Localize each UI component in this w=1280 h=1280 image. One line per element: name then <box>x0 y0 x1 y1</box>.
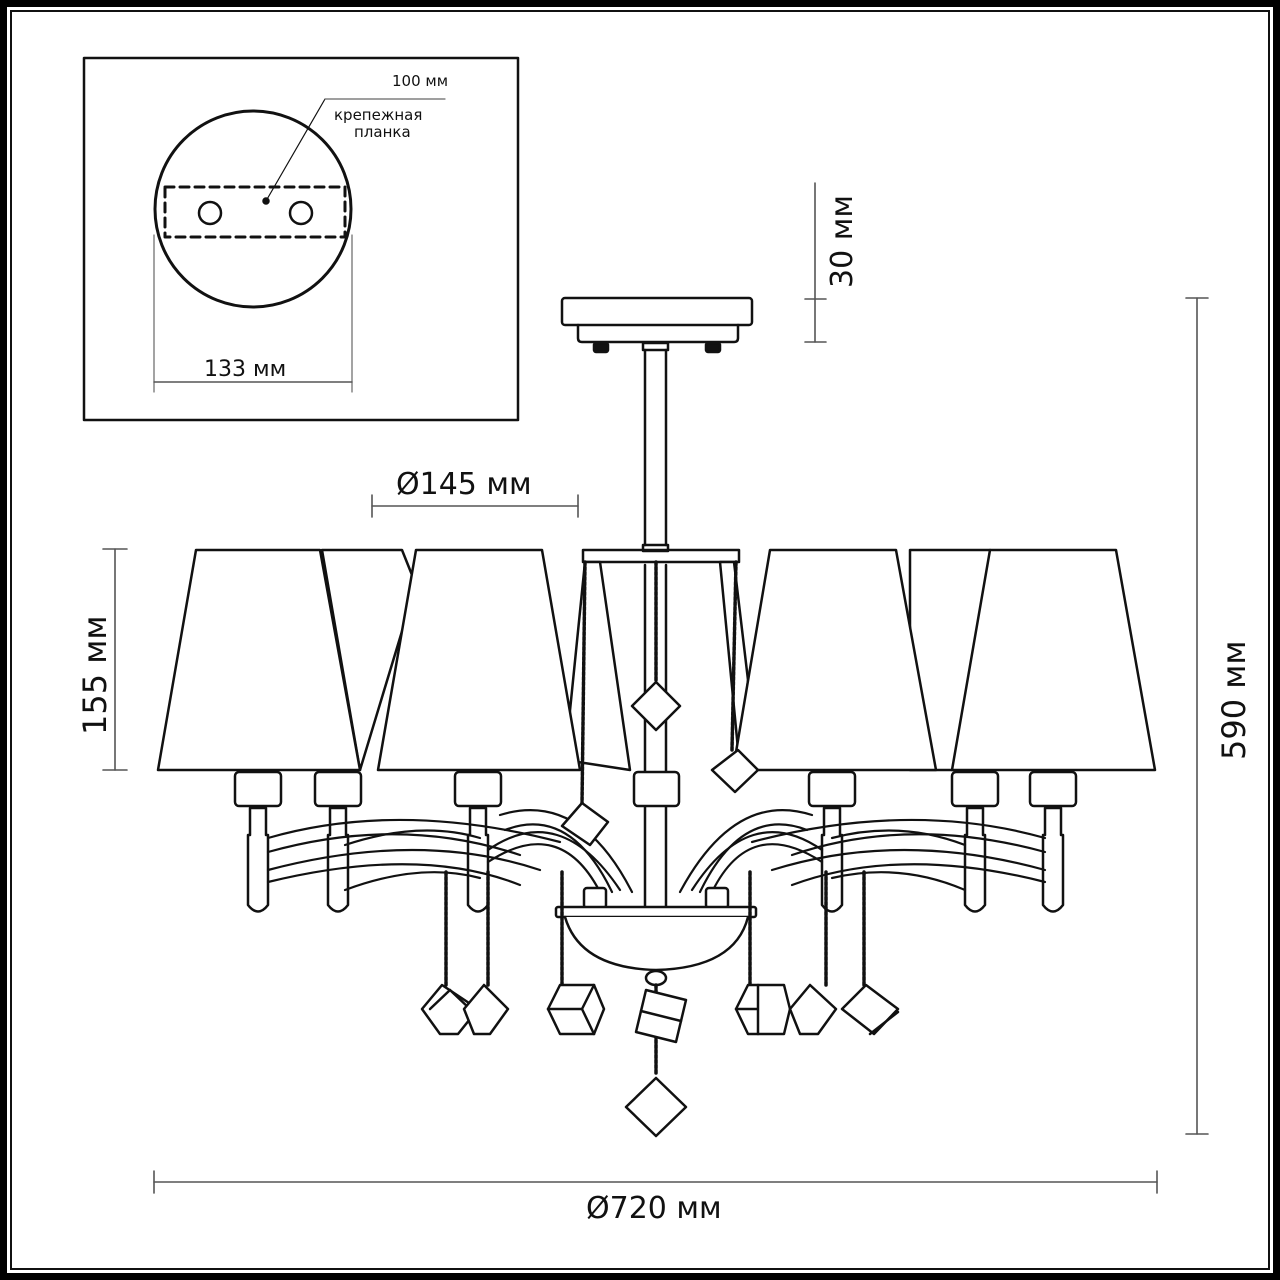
inner-frame <box>10 10 1270 1270</box>
total-diameter-label: Ø720 мм <box>586 1191 722 1226</box>
shade-2 <box>376 548 582 772</box>
shade-1 <box>156 548 362 772</box>
chandelier-arms <box>266 809 1047 894</box>
shade-4 <box>950 548 1157 772</box>
candle-cups <box>246 806 1065 913</box>
bracket-label-line1: крепежная <box>334 106 422 124</box>
total-height-label: 590 мм <box>1215 640 1253 760</box>
center-bowl <box>554 886 758 987</box>
canopy-diameter-label: 133 мм <box>204 357 286 382</box>
mounting-plate-inset <box>82 56 520 422</box>
shade-diameter-label: Ø145 мм <box>396 467 532 502</box>
crystal-pendants <box>420 680 900 1138</box>
canopy-height-label: 30 мм <box>825 195 860 288</box>
lamp-shades <box>156 548 1157 772</box>
center-rod <box>641 341 670 909</box>
bracket-label-line2: планка <box>354 123 411 141</box>
shade-height-label: 155 мм <box>76 615 114 735</box>
sockets <box>233 770 1078 808</box>
chain-bar <box>581 548 741 564</box>
dimension-lines <box>102 182 1209 1194</box>
shade-3 <box>731 548 938 772</box>
bracket-length-label: 100 мм <box>392 72 448 90</box>
